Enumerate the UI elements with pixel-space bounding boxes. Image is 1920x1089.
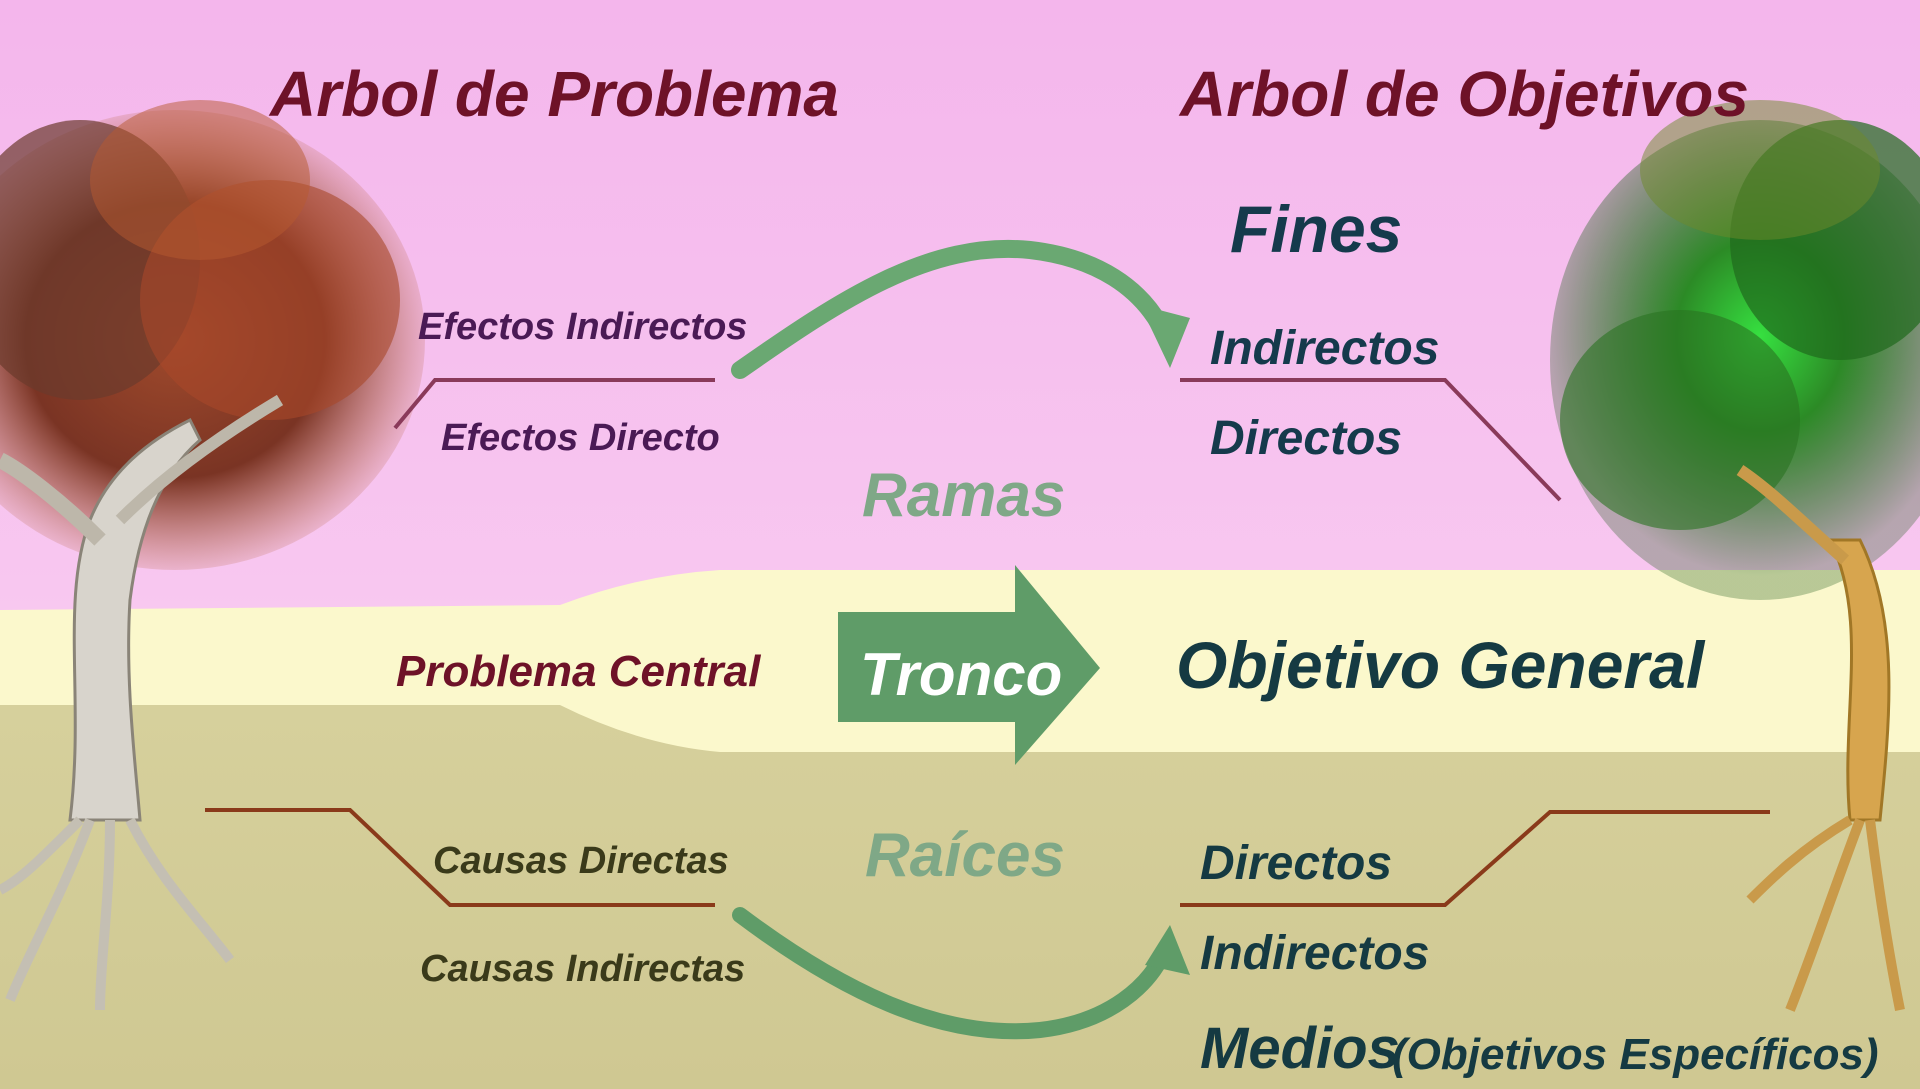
- causes-to-means-arrow: [732, 907, 1173, 1040]
- effects-connector: [393, 378, 715, 430]
- objectives-tree-illustration: [1550, 100, 1920, 1012]
- effects-to-ends-arrow: [731, 239, 1169, 379]
- means-connector: [1180, 810, 1770, 907]
- ground-band: [0, 705, 1920, 1089]
- trunk-arrow: [838, 565, 1100, 765]
- indirect-causes-label: Causas Indirectas: [420, 948, 746, 990]
- general-objective-label: Objetivo General: [1176, 628, 1705, 702]
- problem-tree-illustration: [0, 100, 425, 1011]
- direct-effects-label: Efectos Directo: [441, 417, 720, 459]
- central-problem-label: Problema Central: [396, 647, 761, 696]
- roots-label: Raíces: [865, 821, 1065, 890]
- specific-objectives-note: (Objetivos Específicos): [1392, 1030, 1879, 1079]
- direct-causes-label: Causas Directas: [433, 840, 729, 882]
- indirect-effects-label: Efectos Indirectos: [418, 306, 748, 348]
- effects-to-ends-arrowhead: [1140, 305, 1190, 368]
- ends-connector: [1180, 378, 1562, 502]
- objectives-tree-title: Arbol de Objetivos: [1180, 58, 1749, 130]
- causes-to-means-arrowhead: [1145, 925, 1190, 975]
- indirect-ends-label: Indirectos: [1210, 322, 1440, 375]
- direct-means-label: Directos: [1200, 837, 1393, 890]
- branches-label: Ramas: [862, 461, 1066, 530]
- trunk-label: Tronco: [860, 641, 1063, 708]
- means-label: Medios: [1200, 1016, 1400, 1081]
- direct-ends-label: Directos: [1210, 412, 1403, 465]
- ends-label: Fines: [1230, 192, 1403, 266]
- problem-tree-title: Arbol de Problema: [270, 58, 839, 130]
- indirect-means-label: Indirectos: [1200, 927, 1430, 980]
- causes-connector: [205, 808, 715, 907]
